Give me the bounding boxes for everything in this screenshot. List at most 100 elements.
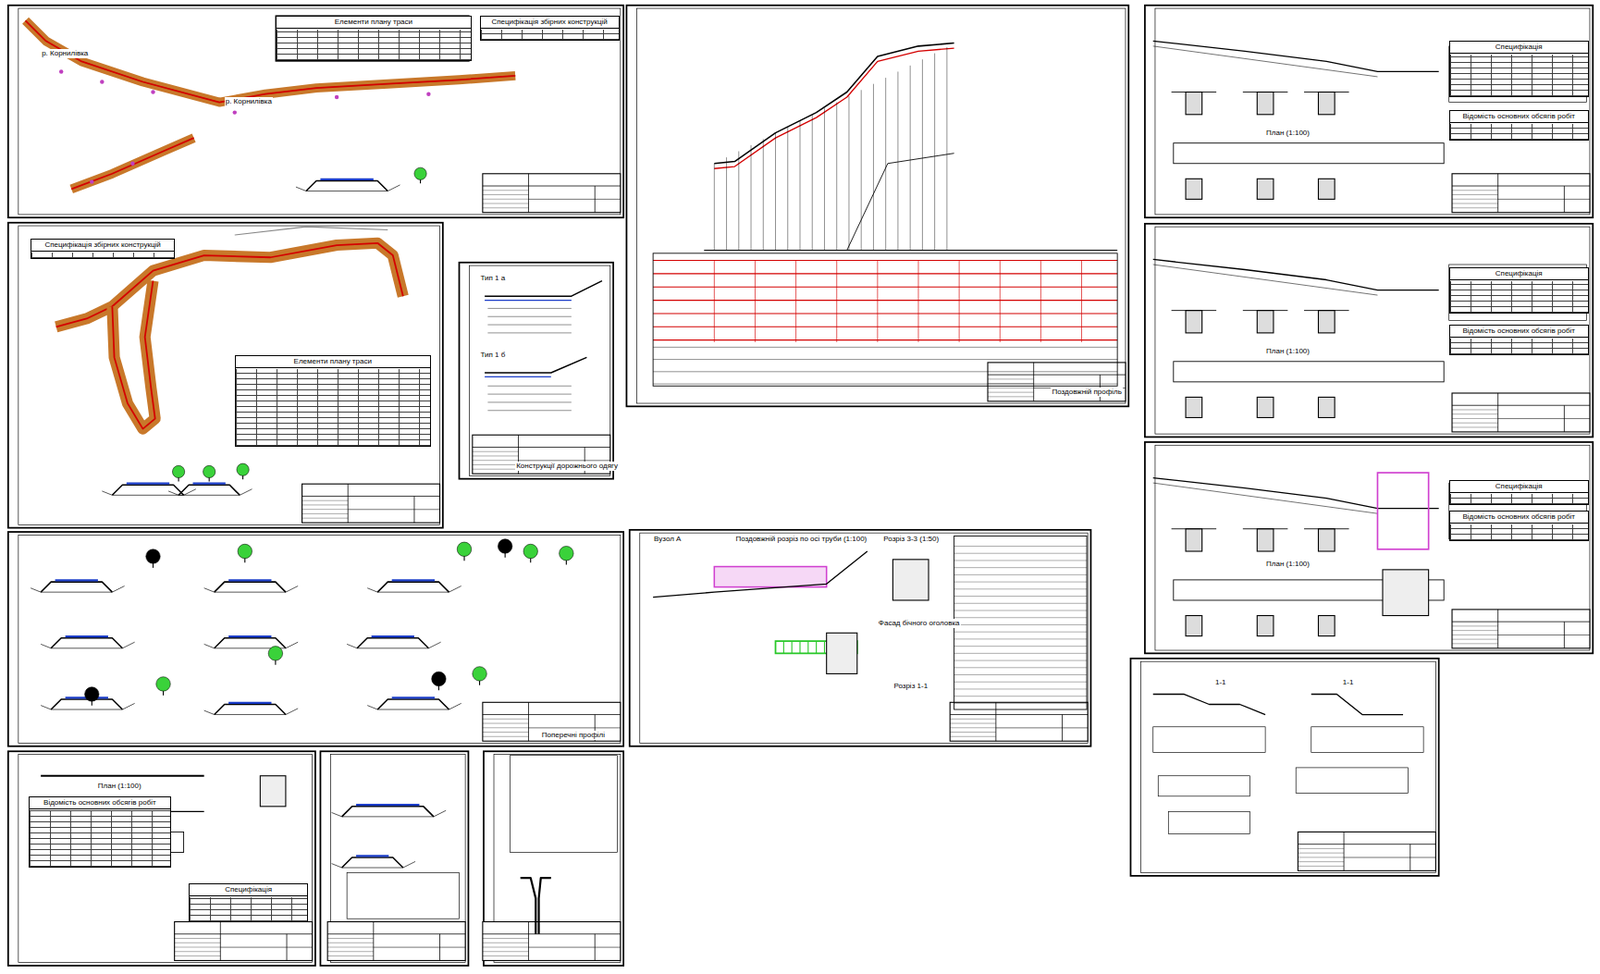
drawing-line <box>487 409 571 411</box>
drawing-line <box>55 578 99 581</box>
drawing-line <box>713 43 954 164</box>
profile-table <box>652 253 1118 386</box>
table-frame <box>1157 775 1250 797</box>
sheet-inner-frame <box>636 8 1125 404</box>
drawing-line <box>327 933 466 935</box>
map-marker <box>426 92 431 97</box>
drawing-line <box>472 468 519 470</box>
drawing-line <box>332 810 447 817</box>
table-heading: Специфікація збірних конструкцій <box>480 16 619 29</box>
table-grid <box>1450 54 1588 97</box>
table-grid <box>276 29 471 62</box>
drawing-line <box>392 696 435 699</box>
tree-symbol <box>431 671 446 686</box>
drawing-line <box>954 631 1087 633</box>
drawing-line <box>954 666 1087 668</box>
drawing-line <box>954 559 1087 561</box>
drawing-line <box>482 933 621 935</box>
drawing-line <box>1033 362 1034 402</box>
drawing-line <box>1081 260 1083 343</box>
drawing-line <box>306 181 388 192</box>
drawing-line <box>949 731 997 733</box>
drawing-sheet <box>8 222 444 529</box>
drawing-line <box>910 65 911 251</box>
drawing-label: Тип 1 б <box>480 350 507 360</box>
drawing-line <box>1153 46 1379 77</box>
drawing-line <box>836 260 837 343</box>
drawing-line <box>111 281 155 430</box>
drawing-line <box>71 137 194 189</box>
map-marker <box>130 161 135 166</box>
tree-symbol <box>268 646 283 661</box>
drawing-line <box>1343 831 1345 871</box>
drawing-line <box>302 500 349 502</box>
drawing-line <box>652 339 1118 341</box>
title-block <box>482 173 621 213</box>
drawing-line <box>987 387 1034 389</box>
drawing-line <box>356 854 389 857</box>
drawing-line <box>703 249 1118 251</box>
drawing-line <box>482 946 530 948</box>
drawing-line <box>327 955 374 957</box>
drawing-line <box>1153 258 1440 290</box>
drawing-line <box>1452 408 1499 410</box>
drawing-line <box>50 638 123 649</box>
drawing-sheet <box>8 750 316 966</box>
drawing-line <box>996 726 1088 728</box>
sheet-inner-frame <box>1155 226 1590 434</box>
map-marker <box>334 95 339 99</box>
table: Специфікація збірних конструкцій <box>30 238 175 259</box>
cross-section <box>1317 615 1335 637</box>
drawing-line <box>539 877 552 935</box>
drawing-line <box>1452 185 1590 187</box>
map-marker <box>99 79 104 84</box>
table-grid <box>1450 123 1588 140</box>
title-block <box>1452 609 1590 649</box>
drawing-line <box>320 178 373 181</box>
drawing-line <box>791 640 793 653</box>
drawing-line <box>807 640 809 653</box>
drawing-label: Конструкції дорожнього одягу <box>515 461 619 471</box>
title-block <box>482 701 621 741</box>
sheet-inner-frame <box>469 265 611 476</box>
cross-section <box>1256 615 1274 637</box>
drawing-line <box>1311 693 1404 714</box>
drawing-sheet <box>1144 5 1593 218</box>
cross-section <box>1317 396 1335 418</box>
drawing-line <box>302 504 349 505</box>
drawing-line <box>1452 642 1499 644</box>
drawing-line <box>356 638 429 649</box>
drawing-line <box>885 77 887 250</box>
drawing-line <box>1243 528 1289 530</box>
drawing-line <box>949 723 997 725</box>
drawing-line <box>1243 309 1289 311</box>
table-grid <box>480 29 619 41</box>
drawing-label: 1-1 <box>1341 677 1355 688</box>
drawing-line <box>482 198 530 200</box>
tree-symbol <box>146 549 160 564</box>
drawing-line <box>1497 173 1499 213</box>
title-block <box>949 701 1088 741</box>
pipe-section <box>892 559 929 601</box>
drawing-line <box>528 922 530 961</box>
drawing-line <box>954 660 1087 662</box>
drawing-line <box>111 484 184 495</box>
drawing-line <box>126 482 170 485</box>
drawing-line <box>65 635 109 638</box>
drawing-line <box>347 508 440 510</box>
drawing-line <box>652 551 868 598</box>
table-heading: Специфікація <box>189 884 308 897</box>
drawing-line <box>954 702 1087 704</box>
drawing-sheet <box>458 262 614 480</box>
drawing-line <box>327 942 374 944</box>
drawing-line <box>529 947 621 948</box>
drawing-line <box>934 53 936 251</box>
drawing-line <box>954 688 1087 690</box>
drawing-line <box>848 96 850 251</box>
drawing-line <box>204 708 299 715</box>
drawing-line <box>652 299 1118 301</box>
drawing-line <box>178 484 240 495</box>
drawing-line <box>482 189 530 191</box>
drawing-line <box>1297 856 1344 858</box>
